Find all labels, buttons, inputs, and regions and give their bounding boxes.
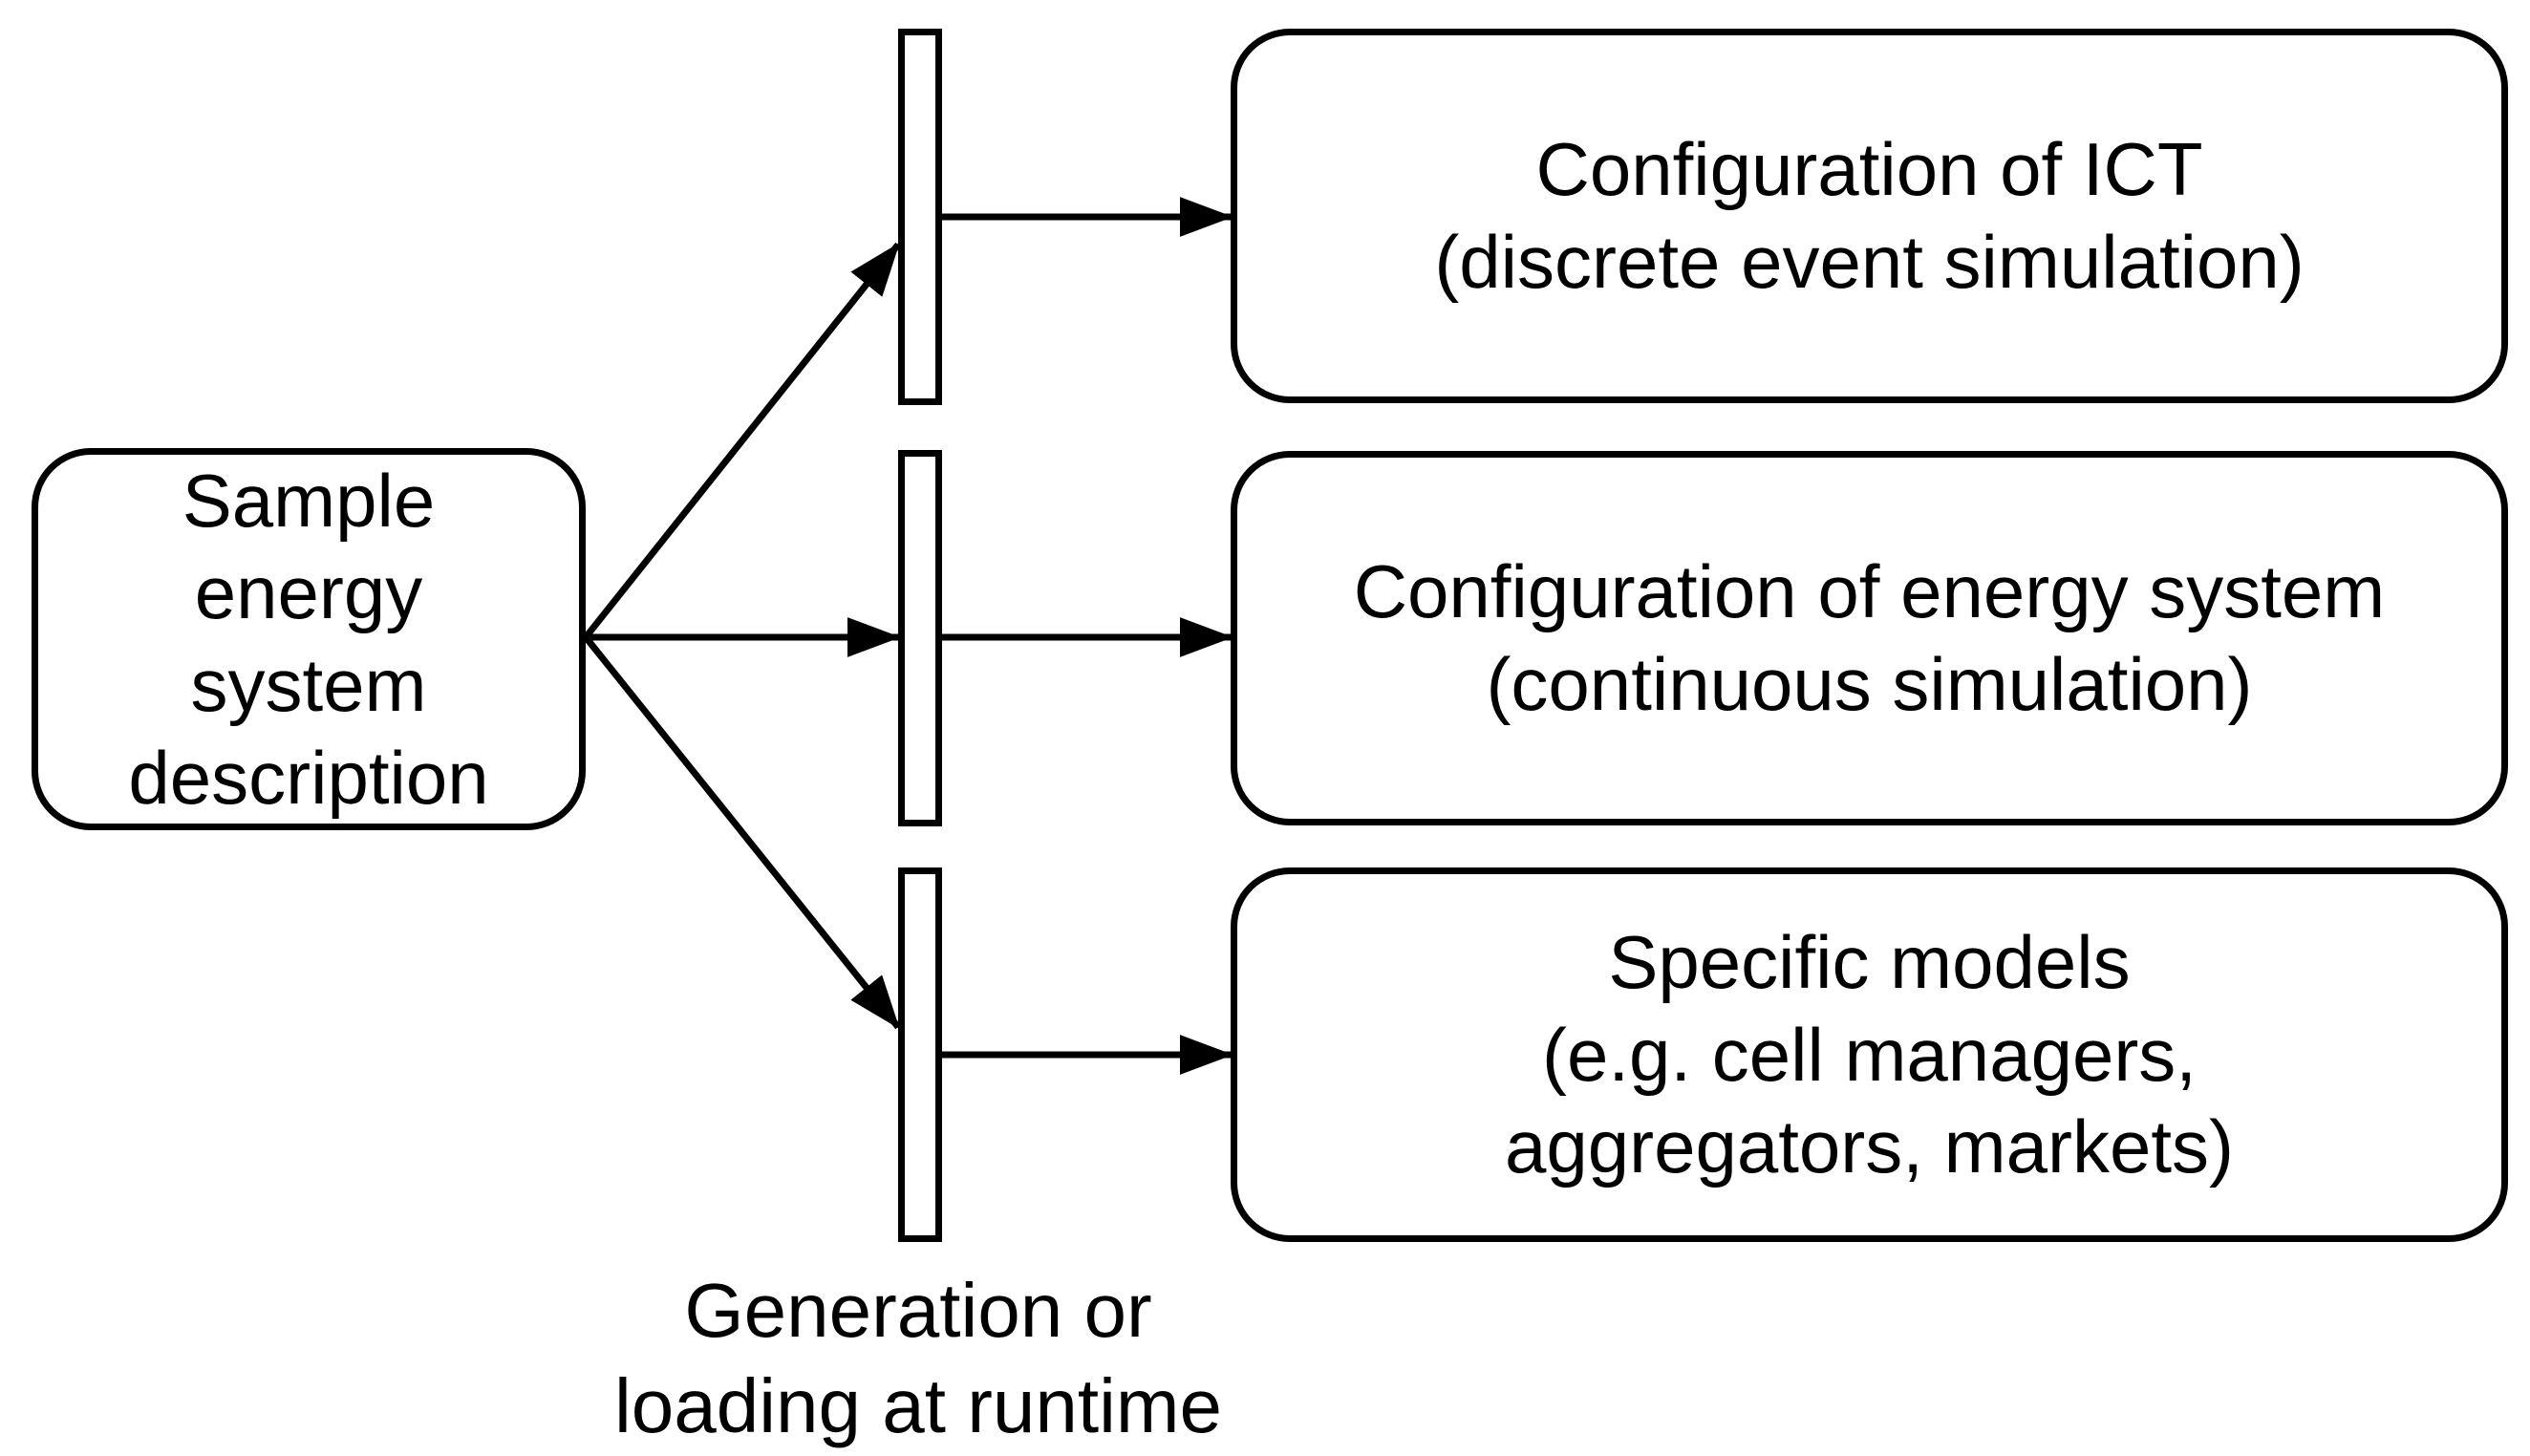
source-box-line: system [190,643,427,727]
source-box-text: Sample energy system description [128,455,488,824]
target-box-models-line: (e.g. cell managers, [1542,1012,2197,1097]
target-box-ict-text: Configuration of ICT (discrete event sim… [1434,123,2304,308]
target-box-models-text: Specific models (e.g. cell managers, agg… [1505,916,2234,1193]
arrow-source-to-bottom-bar [583,634,901,1030]
target-box-ict-line: (discrete event simulation) [1434,220,2305,304]
target-box-ict-line: Configuration of ICT [1535,127,2203,212]
generation-bar-bottom [898,867,942,1242]
target-box-energy-text: Configuration of energy system (continuo… [1354,546,2386,730]
generation-bar-top [898,29,942,405]
target-box-energy-line: Configuration of energy system [1353,549,2386,634]
runtime-caption-line: loading at runtime [614,1363,1222,1448]
target-box-ict: Configuration of ICT (discrete event sim… [1231,29,2508,403]
target-box-models-line: aggregators, markets) [1505,1104,2234,1189]
arrow-source-to-top-bar [583,242,901,640]
target-box-models: Specific models (e.g. cell managers, agg… [1231,867,2508,1242]
runtime-caption: Generation or loading at runtime [383,1263,1453,1454]
target-box-energy-line: (continuous simulation) [1486,642,2253,726]
source-box-line: Sample [182,458,436,543]
source-box-line: energy [194,550,423,635]
source-box: Sample energy system description [32,448,586,830]
target-box-models-line: Specific models [1608,919,2131,1004]
runtime-caption-line: Generation or [684,1268,1152,1353]
source-box-line: description [128,735,489,820]
generation-bar-middle [898,450,942,826]
target-box-energy: Configuration of energy system (continuo… [1231,451,2508,825]
